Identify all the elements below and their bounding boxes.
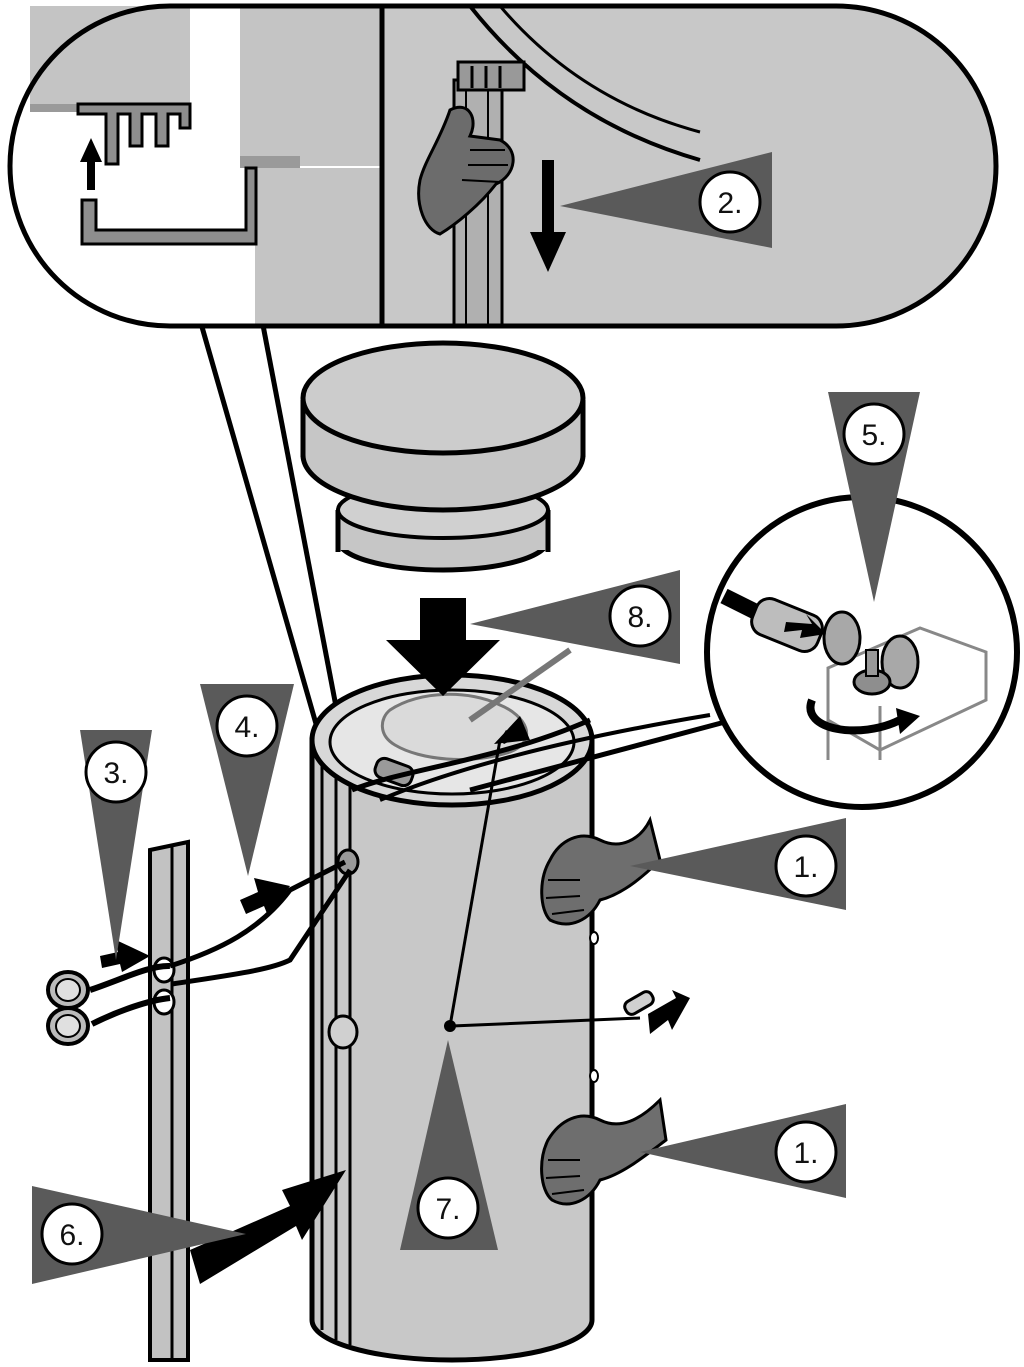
step-label: 1.	[793, 851, 818, 884]
arrow-icon	[240, 878, 290, 916]
hand-icon	[417, 106, 515, 236]
step-badge-8: 8.	[608, 584, 672, 648]
step-badge-7: 7.	[416, 1176, 480, 1240]
step-badge-5: 5.	[842, 402, 906, 466]
step-label: 6.	[59, 1219, 84, 1252]
step-7-leaders	[444, 716, 690, 1034]
step-badge-3: 3.	[84, 740, 148, 804]
arrow-icon	[100, 940, 150, 972]
thermometer-assembly	[46, 859, 353, 1046]
wing-nut-detail	[469, 494, 1020, 810]
tank-lid	[300, 340, 586, 573]
up-arrow-icon	[80, 138, 102, 190]
arrow-icon	[386, 598, 500, 696]
latch-detail-left	[30, 6, 382, 326]
step-badge-6: 6.	[40, 1202, 104, 1266]
top-detail-callout	[7, 3, 999, 791]
step-badge-1a: 1.	[774, 834, 838, 898]
step-label: 3.	[103, 757, 128, 790]
arrow-icon	[190, 1170, 346, 1284]
thermometer-icon	[46, 970, 90, 1010]
step-badge-2: 2.	[698, 170, 762, 234]
step-label: 7.	[435, 1193, 460, 1226]
down-arrow-icon	[530, 160, 566, 272]
latch-detail-right	[382, 4, 996, 328]
step-badge-4: 4.	[215, 694, 279, 758]
step-label: 1.	[793, 1137, 818, 1170]
step-label: 4.	[234, 711, 259, 744]
hand-icon	[540, 815, 662, 926]
hand-icon	[540, 1096, 668, 1206]
water-tank	[309, 647, 711, 1363]
step-label: 8.	[627, 601, 652, 634]
wall-rail	[148, 839, 190, 1362]
thermometer-icon	[46, 1006, 90, 1046]
step-badge-1b: 1.	[774, 1120, 838, 1184]
wing-nut-icon	[822, 610, 920, 696]
step-label: 2.	[717, 187, 742, 220]
step-label: 5.	[861, 419, 886, 452]
